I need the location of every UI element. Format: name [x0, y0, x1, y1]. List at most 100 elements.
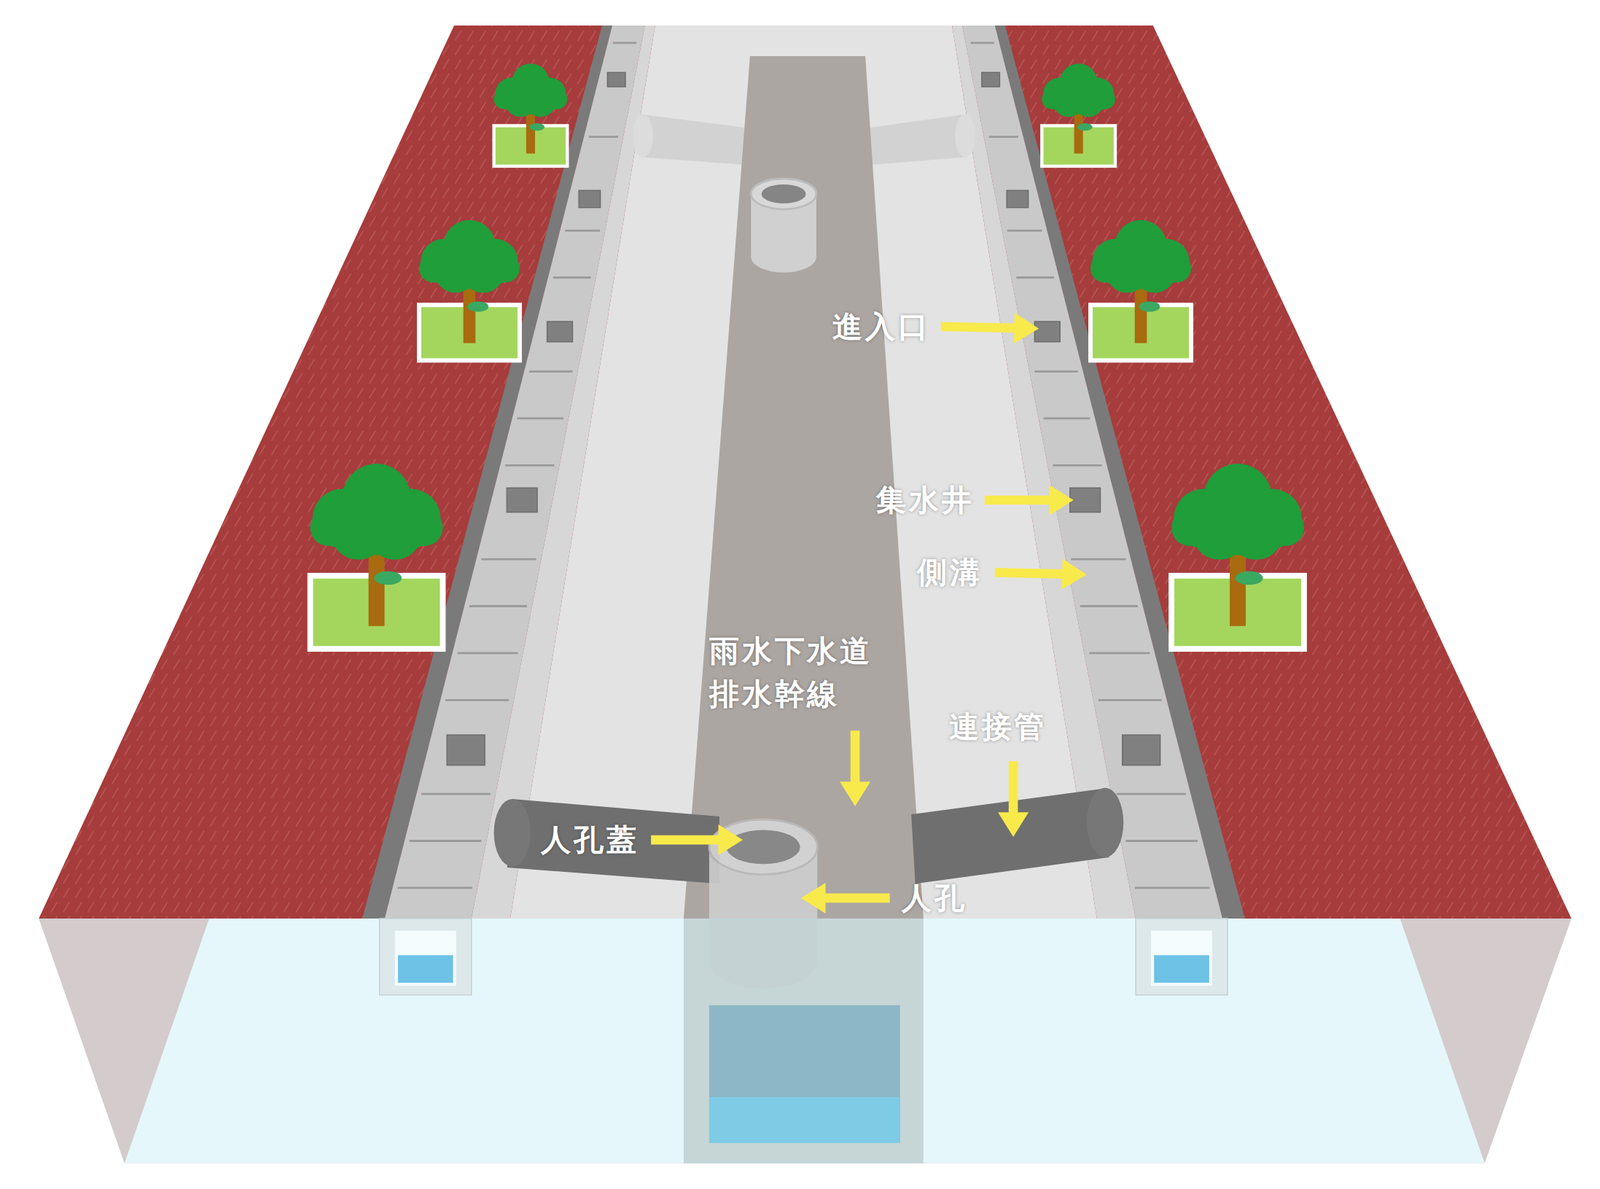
catch-basin	[446, 734, 485, 766]
leader-arrow	[839, 730, 871, 807]
gutter-water	[1153, 954, 1210, 983]
connection-pipe	[640, 114, 753, 166]
cover-joint	[1125, 839, 1198, 842]
tree-leaf	[1235, 570, 1264, 585]
gutter-section-wall	[1135, 918, 1228, 995]
leader-arrow	[941, 312, 1040, 344]
cover-joint	[517, 417, 564, 420]
catch-basin	[1122, 734, 1161, 766]
cover-joint	[1016, 276, 1055, 279]
manhole-rim	[750, 178, 817, 210]
leader-arrow	[650, 824, 743, 856]
tree-leaf	[467, 301, 490, 312]
leader-arrow	[994, 558, 1087, 589]
tree-canopy	[511, 76, 550, 115]
cover-joint	[613, 41, 637, 44]
cover-joint	[409, 839, 482, 842]
tree-canopy	[1171, 509, 1208, 546]
gutter-water	[397, 954, 454, 983]
connection-pipe	[863, 114, 968, 166]
cover-joint	[553, 276, 592, 279]
tree-canopy	[342, 486, 412, 555]
catch-basin	[506, 487, 538, 512]
callout-label: 雨水下水道 排水幹線	[709, 629, 878, 716]
street-tree	[310, 463, 444, 649]
pipe-end	[494, 798, 531, 866]
callout-label: 進入口	[832, 305, 931, 349]
tree-canopy	[1114, 236, 1167, 289]
street-tree	[494, 63, 568, 167]
gutter-section-wall	[379, 918, 472, 995]
tree-canopy	[406, 509, 443, 546]
cover-joint	[1034, 370, 1079, 373]
cover-joint	[1134, 886, 1210, 889]
cover-joint	[421, 793, 491, 796]
tree-canopy	[1090, 254, 1119, 283]
gutter-edge	[951, 25, 1136, 919]
callout-label: 人孔蓋	[540, 818, 639, 862]
callout-label: 連接管	[949, 704, 1047, 748]
gutter-edge	[471, 25, 656, 919]
cover-joint	[397, 886, 472, 889]
cover-joint	[564, 229, 600, 232]
leader-arrow	[801, 882, 891, 914]
trunk-section-wall	[683, 918, 924, 1164]
gutter-section-inside	[395, 930, 457, 987]
tree-leaf	[529, 123, 545, 131]
tree-canopy	[1094, 88, 1116, 110]
cover-joint	[1070, 558, 1126, 561]
cover-joint	[1098, 699, 1162, 702]
cover-joint	[445, 699, 509, 702]
gutter-section-inside	[1150, 930, 1213, 987]
trunk-section-inside	[709, 1005, 901, 1143]
street-tree	[1041, 63, 1116, 167]
tree-canopy	[546, 88, 568, 110]
cover-joint	[529, 370, 573, 373]
tree-canopy	[443, 236, 495, 289]
cover-joint	[457, 652, 519, 655]
side-gutter	[362, 25, 656, 919]
tree-canopy	[1059, 76, 1098, 115]
catch-basin	[981, 72, 1001, 87]
leader-arrow	[984, 484, 1074, 516]
catch-basin	[578, 190, 600, 208]
tree-leaf	[1139, 301, 1161, 312]
underground-face	[124, 918, 1485, 1164]
callout-label: 側溝	[916, 551, 983, 595]
cover-joint	[588, 135, 619, 138]
tree-canopy	[1041, 88, 1063, 110]
gutter-section	[1135, 918, 1228, 995]
manhole-cover	[761, 184, 807, 204]
street-tree	[1090, 220, 1192, 361]
cover-joint	[1007, 229, 1043, 232]
catch-basin	[607, 72, 626, 87]
street-tree	[419, 220, 520, 361]
catch-basin	[1006, 190, 1028, 208]
cover-joint	[1043, 417, 1090, 420]
tree-leaf	[1077, 123, 1093, 131]
tree-canopy	[492, 254, 520, 283]
pipe-end	[632, 114, 654, 158]
cover-joint	[469, 605, 528, 608]
trunk-section	[683, 918, 924, 1164]
callout-label: 集水井	[876, 478, 974, 522]
tree-canopy	[310, 509, 347, 546]
cover-joint	[970, 41, 995, 44]
manhole	[750, 178, 817, 273]
cover-joint	[1089, 652, 1150, 655]
cover-joint	[505, 464, 554, 467]
cover-joint	[989, 135, 1019, 138]
tree-leaf	[373, 570, 402, 585]
callout-label: 人孔	[901, 876, 968, 920]
manhole-cover	[726, 829, 801, 864]
street-tree	[1171, 463, 1305, 649]
tree-canopy	[419, 254, 447, 283]
cover-joint	[1116, 793, 1186, 796]
catch-basin	[1070, 487, 1101, 512]
catch-basin	[1034, 321, 1060, 342]
pipe-end	[954, 114, 976, 158]
cover-joint	[1052, 464, 1102, 467]
